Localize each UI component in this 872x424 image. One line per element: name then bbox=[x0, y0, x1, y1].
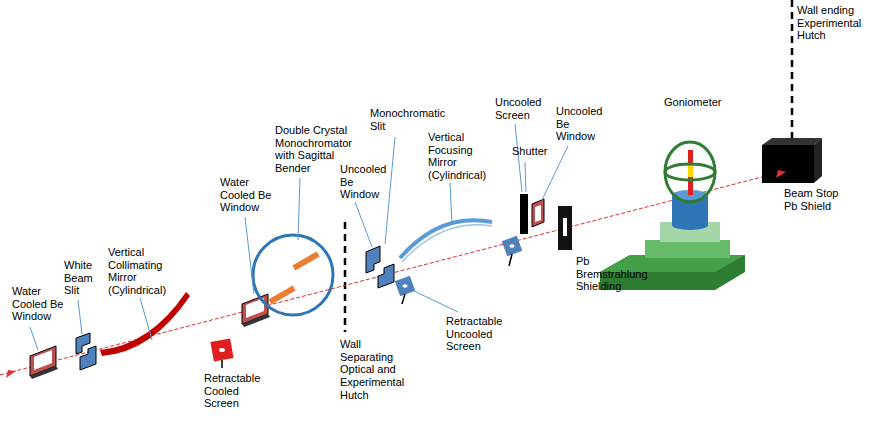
focusing-mirror bbox=[400, 220, 492, 258]
beam-stop bbox=[762, 138, 822, 183]
part-label: Wall Separating Optical and Experimental… bbox=[340, 338, 412, 401]
part-label: Uncooled Screen bbox=[495, 96, 547, 121]
shutter bbox=[520, 194, 528, 234]
be-window bbox=[30, 346, 58, 379]
x-ray-beam bbox=[0, 171, 785, 375]
mirror-edge bbox=[402, 225, 492, 262]
part-label: Shutter bbox=[512, 145, 562, 158]
be-window bbox=[242, 294, 270, 327]
beam-arrow bbox=[6, 370, 16, 378]
part-label: Pb Bremstrahlung Shielding bbox=[576, 255, 658, 293]
part-label: Water Cooled Be Window bbox=[220, 176, 276, 214]
part-label: White Beam Slit bbox=[64, 259, 98, 297]
end-wall bbox=[791, 0, 794, 140]
part-label: Retractable Uncooled Screen bbox=[446, 315, 512, 353]
part-label: Vertical Collimating Mirror (Cylindrical… bbox=[108, 246, 180, 297]
part-label: Goniometer bbox=[664, 96, 734, 109]
collimating-mirror bbox=[100, 292, 190, 356]
part-label: Water Cooled Be Window bbox=[12, 285, 68, 323]
mono-slit bbox=[366, 246, 394, 288]
pb-shielding bbox=[558, 206, 572, 250]
part-label: Monochromatic Slit bbox=[370, 107, 450, 132]
double-crystal-monochromator bbox=[253, 235, 333, 315]
be-window bbox=[532, 199, 544, 227]
beam-slit bbox=[76, 333, 96, 370]
retractable-screen bbox=[502, 236, 523, 266]
part-label: Retractable Cooled Screen bbox=[204, 372, 270, 410]
part-label: Vertical Focusing Mirror (Cylindrical) bbox=[428, 131, 500, 182]
part-label: Uncooled Be Window bbox=[340, 163, 390, 201]
part-label: Uncooled Be Window bbox=[556, 105, 608, 143]
hutch-wall bbox=[344, 222, 347, 332]
retractable-screen bbox=[210, 338, 233, 368]
part-label: Beam Stop Pb Shield bbox=[784, 187, 848, 212]
part-label: Wall ending Experimental Hutch bbox=[797, 4, 869, 42]
